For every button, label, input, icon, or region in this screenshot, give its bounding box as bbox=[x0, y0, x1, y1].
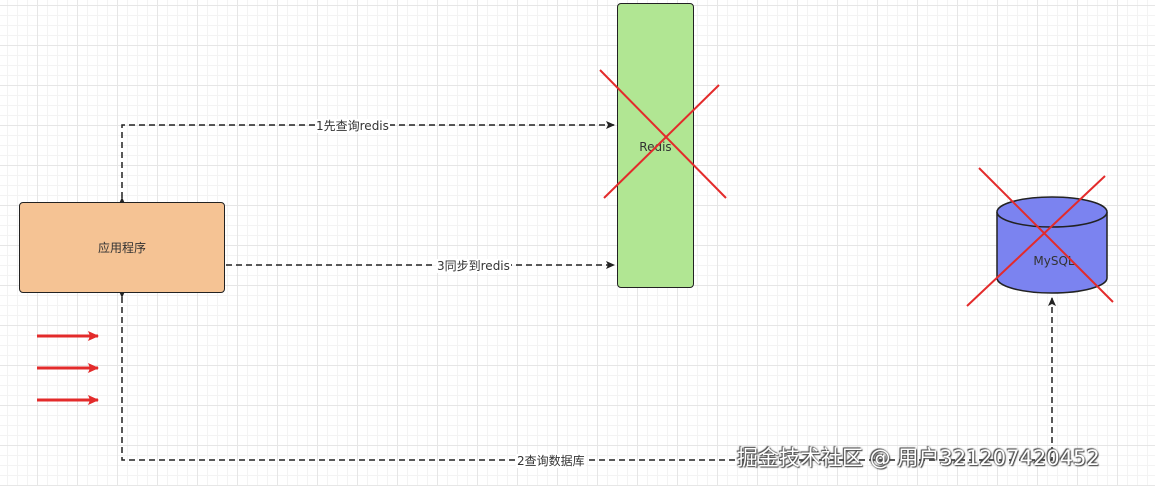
redis-node-label: Redis bbox=[639, 139, 672, 154]
mysql-node-label: MySQL bbox=[1033, 254, 1075, 268]
edge-step2-label: 2查询数据库 bbox=[516, 454, 586, 468]
app-node-label: 应用程序 bbox=[97, 241, 146, 255]
edge-step1 bbox=[118, 121, 615, 206]
mysql-node[interactable] bbox=[996, 196, 1108, 294]
edge-step2 bbox=[118, 289, 1056, 461]
redis-node[interactable]: Redis bbox=[617, 3, 694, 288]
app-node[interactable]: 应用程序 bbox=[19, 202, 225, 293]
edge-step3-label: 3同步到redis bbox=[436, 259, 511, 273]
edge-step1-label: 1先查询redis bbox=[315, 119, 390, 133]
watermark: 掘金技术社区 @ 用户321207420452 bbox=[737, 446, 1100, 470]
